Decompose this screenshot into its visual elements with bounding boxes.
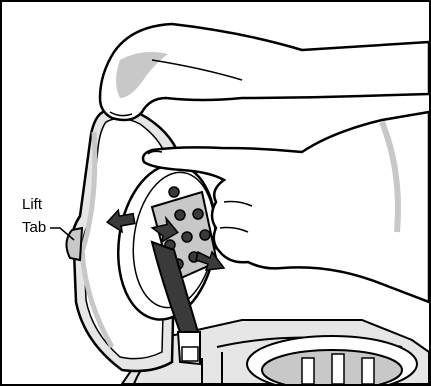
callout-label-lift: Lift — [22, 196, 42, 214]
upper-hand — [100, 24, 429, 120]
callout-label-tab: Tab — [22, 219, 46, 237]
lift-tab — [66, 228, 82, 260]
